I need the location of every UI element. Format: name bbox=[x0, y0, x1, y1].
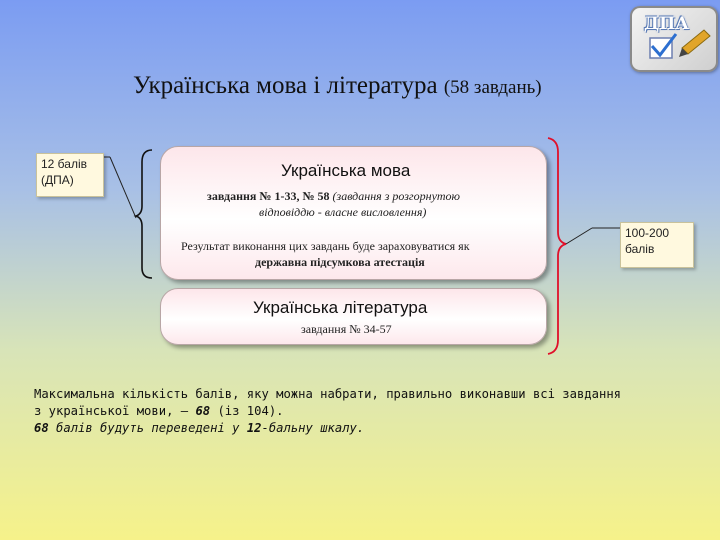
language-tasks: завдання № 1-33, № 58 (завдання з розгор… bbox=[207, 189, 460, 204]
ukrainian-language-box: Українська мова завдання № 1-33, № 58 (з… bbox=[160, 146, 547, 280]
language-tasks-note-2: відповіддю - власне висловлення) bbox=[259, 205, 427, 219]
bottom-line3: 68 балів будуть переведені у 12-бальну ш… bbox=[34, 420, 694, 437]
bottom-line3-num1: 68 bbox=[34, 421, 49, 435]
callout-left-line1: 12 балів bbox=[41, 157, 87, 171]
ukrainian-literature-box: Українська література завдання № 34-57 bbox=[160, 288, 547, 345]
callout-100-200-points: 100-200 балів bbox=[620, 222, 694, 268]
left-curly-brace bbox=[133, 149, 153, 279]
language-tasks-note-1: (завдання з розгорнутою bbox=[332, 189, 461, 203]
title-main: Українська мова і література bbox=[133, 72, 438, 99]
bottom-line3-num2: 12 bbox=[246, 421, 262, 435]
bottom-line2-number: 68 bbox=[195, 404, 211, 418]
callout-right-line1: 100-200 bbox=[625, 226, 670, 240]
bottom-line2-prefix: з української мови, – bbox=[34, 404, 196, 418]
language-heading: Українська мова bbox=[281, 161, 411, 180]
language-result-line2: державна підсумкова атестація bbox=[255, 255, 425, 269]
bottom-note: Максимальна кількість балів, яку можна н… bbox=[34, 386, 694, 437]
logo-text: ДПА bbox=[644, 14, 690, 34]
right-red-brace bbox=[547, 137, 567, 355]
bottom-line3-suffix: -бальну шкалу. bbox=[261, 421, 365, 435]
bottom-line2: з української мови, – 68 (із 104). bbox=[34, 403, 694, 420]
bottom-line1: Максимальна кількість балів, яку можна н… bbox=[34, 387, 621, 401]
bottom-line3-mid: балів будуть переведені у bbox=[48, 421, 247, 435]
left-connector-diagonal bbox=[109, 156, 137, 219]
language-result-line1: Результат виконання цих завдань буде зар… bbox=[181, 239, 470, 253]
literature-heading: Українська література bbox=[253, 298, 428, 317]
callout-left-line2: (ДПА) bbox=[41, 173, 74, 187]
callout-right-line2: балів bbox=[625, 242, 655, 256]
callout-12-points: 12 балів (ДПА) bbox=[36, 153, 104, 197]
right-connector-diagonal bbox=[565, 227, 593, 245]
logo-check-icon bbox=[649, 29, 711, 59]
title-sub: (58 завдань) bbox=[443, 77, 542, 98]
page-title: Українська мова і література (58 завдань… bbox=[133, 72, 542, 100]
literature-tasks: завдання № 34-57 bbox=[301, 322, 392, 336]
bottom-line2-suffix: (із 104). bbox=[210, 404, 284, 418]
dpa-logo: ДПА bbox=[630, 6, 718, 72]
language-tasks-prefix: завдання № 1-33, № 58 bbox=[207, 189, 330, 203]
